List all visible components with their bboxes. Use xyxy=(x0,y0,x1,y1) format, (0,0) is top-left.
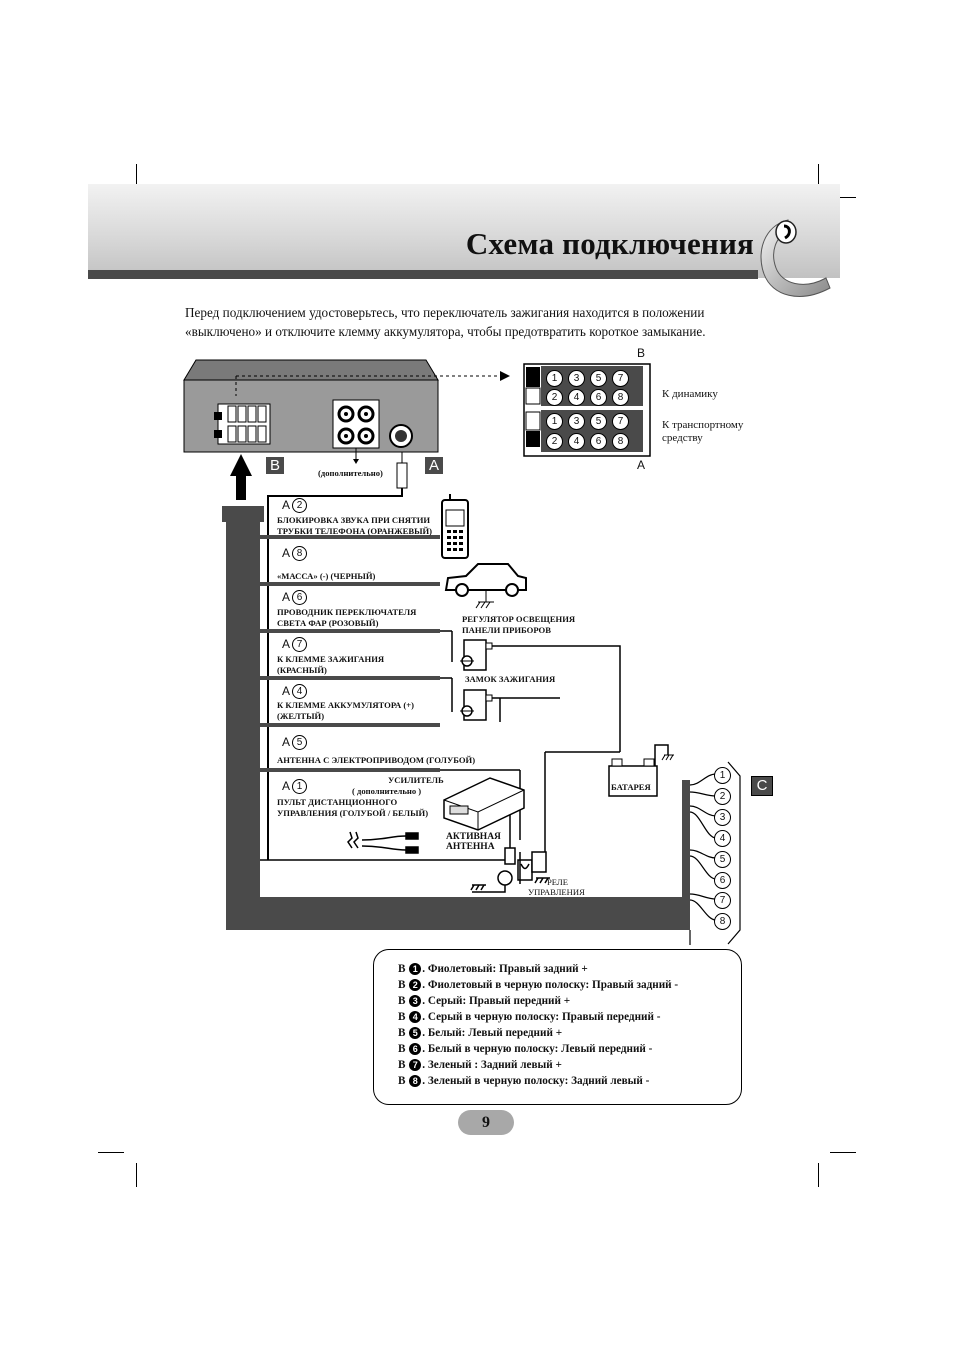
connector-label-a: A xyxy=(637,458,646,472)
speaker-pin: 3 xyxy=(714,809,731,826)
wire-label-a6-line2: СВЕТА ФАР (РОЗОВЫЙ) xyxy=(277,618,379,628)
speaker-pin: 7 xyxy=(714,892,731,909)
wire-label-a4-line2: (ЖЕЛТЫЙ) xyxy=(277,711,325,721)
wire-label-a8-line1: «МАССА» (-) (ЧЕРНЫЙ) xyxy=(277,571,376,581)
connector-b-pin: 4 xyxy=(568,389,585,406)
connector-b-pin: 3 xyxy=(568,370,585,387)
legend-item: B 8. Зеленый в черную полоску: Задний ле… xyxy=(398,1075,650,1088)
speaker-pin: 5 xyxy=(714,851,731,868)
relay-label-2: УПРАВЛЕНИЯ xyxy=(528,887,585,897)
page-title: Схема подключения xyxy=(465,226,754,261)
legend-item: B 4. Серый в черную полоску: Правый пере… xyxy=(398,1011,661,1024)
speaker-pin: 8 xyxy=(714,913,731,930)
legend-item: B 7. Зеленый : Задний левый + xyxy=(398,1059,562,1072)
speaker-pin: 2 xyxy=(714,788,731,805)
connector-b-pin: 2 xyxy=(546,389,563,406)
to-vehicle-label-1: К транспортному xyxy=(662,419,744,431)
rca-cable-icon xyxy=(347,831,419,854)
connector-b-pin: 8 xyxy=(612,389,629,406)
legend-item: B 1. Фиолетовый: Правый задний + xyxy=(398,963,588,976)
phone-icon xyxy=(441,494,469,559)
amplifier-label-1: УСИЛИТЕЛЬ xyxy=(388,775,444,785)
battery-label: БАТАРЕЯ xyxy=(611,782,651,792)
connector-a-pin: 7 xyxy=(612,413,629,430)
car-icon xyxy=(444,563,527,609)
header-band xyxy=(88,184,840,278)
wire-label-a5-line1: АНТЕННА С ЭЛЕКТРОПРИВОДОМ (ГОЛУБОЙ) xyxy=(277,755,476,765)
dimmer-switch-icon xyxy=(460,639,493,671)
wire-label-a1-line1: ПУЛЬТ ДИСТАНЦИОННОГО xyxy=(277,797,398,807)
header-rule xyxy=(88,270,758,279)
legend-item: B 2. Фиолетовый в черную полоску: Правый… xyxy=(398,979,679,992)
connector-b-pin: 1 xyxy=(546,370,563,387)
wire-label-a7-line1: К КЛЕММЕ ЗАЖИГАНИЯ xyxy=(277,654,385,664)
connector-a-pin: 4 xyxy=(568,433,585,450)
connector-a-pin: 3 xyxy=(568,413,585,430)
relay-label-1: РЕЛЕ xyxy=(547,877,568,887)
crop-mark xyxy=(98,1152,124,1153)
wire-label-a1-line2: УПРАВЛЕНИЯ (ГОЛУБОЙ / БЕЛЫЙ) xyxy=(277,808,429,818)
crop-mark xyxy=(136,1163,137,1187)
ignition-switch-icon xyxy=(460,689,493,721)
dimmer-label-1: РЕГУЛЯТОР ОСВЕЩЕНИЯ xyxy=(462,614,576,624)
intro-text: Перед подключением удостоверьтесь, что п… xyxy=(185,303,805,341)
wire-label-a7-line2: (КРАСНЫЙ) xyxy=(277,665,327,675)
connector-a-pin: 8 xyxy=(612,433,629,450)
tag-a: A xyxy=(425,457,443,474)
connector-b-pin: 6 xyxy=(590,389,607,406)
amplifier-label-2: ( дополнительно ) xyxy=(352,786,422,796)
crop-mark xyxy=(818,1163,819,1187)
tag-c: C xyxy=(751,776,773,796)
relay-icon xyxy=(517,851,550,884)
wire-label-a2-line1: БЛОКИРОВКА ЗВУКА ПРИ СНЯТИИ xyxy=(277,515,431,525)
dimmer-label-2: ПАНЕЛИ ПРИБОРОВ xyxy=(462,625,551,635)
legend-item: B 5. Белый: Левый передний + xyxy=(398,1027,563,1040)
optional-label: (дополнительно) xyxy=(318,468,383,478)
speaker-pin: 1 xyxy=(714,767,731,784)
speaker-wire-bundle xyxy=(689,761,741,945)
connector-b-pin: 7 xyxy=(612,370,629,387)
wire-label-a4-line1: К КЛЕММЕ АККУМУЛЯТОРА (+) xyxy=(277,700,414,710)
wire-label-a2-line2: ТРУБКИ ТЕЛЕФОНА (ОРАНЖЕВЫЙ) xyxy=(277,526,433,536)
amplifier-icon xyxy=(443,777,525,831)
to-speakers-label: К динамику xyxy=(662,388,718,400)
active-antenna-label-2: АНТЕННА xyxy=(446,842,495,852)
head-unit xyxy=(183,359,510,860)
connector-a-pin: 2 xyxy=(546,433,563,450)
page-number: 9 xyxy=(458,1110,514,1135)
wire-label-a6-line1: ПРОВОДНИК ПЕРЕКЛЮЧАТЕЛЯ xyxy=(277,607,417,617)
intro-line-1: Перед подключением удостоверьтесь, что п… xyxy=(185,305,705,320)
intro-line-2: «выключено» и отключите клемму аккумулят… xyxy=(185,324,706,339)
active-antenna-label-1: АКТИВНАЯ xyxy=(446,832,501,842)
vehicle-harness-connector xyxy=(523,363,651,457)
connector-label-b: B xyxy=(637,346,646,360)
crop-mark xyxy=(818,164,819,188)
legend-item: B 6. Белый в черную полоску: Левый перед… xyxy=(398,1043,653,1056)
to-vehicle-label-2: средству xyxy=(662,432,703,444)
connector-b-pin: 5 xyxy=(590,370,607,387)
speaker-pin: 6 xyxy=(714,872,731,889)
active-antenna-icon xyxy=(470,815,516,893)
connector-a-pin: 5 xyxy=(590,413,607,430)
tag-b: B xyxy=(266,457,284,474)
battery-icon xyxy=(608,754,674,797)
speaker-legend: B 1. Фиолетовый: Правый задний + B 2. Фи… xyxy=(373,949,742,1105)
crop-mark xyxy=(830,1152,856,1153)
header-curl-icon xyxy=(760,219,831,297)
connector-a-pin: 1 xyxy=(546,413,563,430)
crop-mark xyxy=(830,197,856,198)
connector-a-pin: 6 xyxy=(590,433,607,450)
speaker-pin: 4 xyxy=(714,830,731,847)
ignition-label: ЗАМОК ЗАЖИГАНИЯ xyxy=(465,674,556,684)
crop-mark xyxy=(136,164,137,188)
legend-item: B 3. Серый: Правый передний + xyxy=(398,995,571,1008)
